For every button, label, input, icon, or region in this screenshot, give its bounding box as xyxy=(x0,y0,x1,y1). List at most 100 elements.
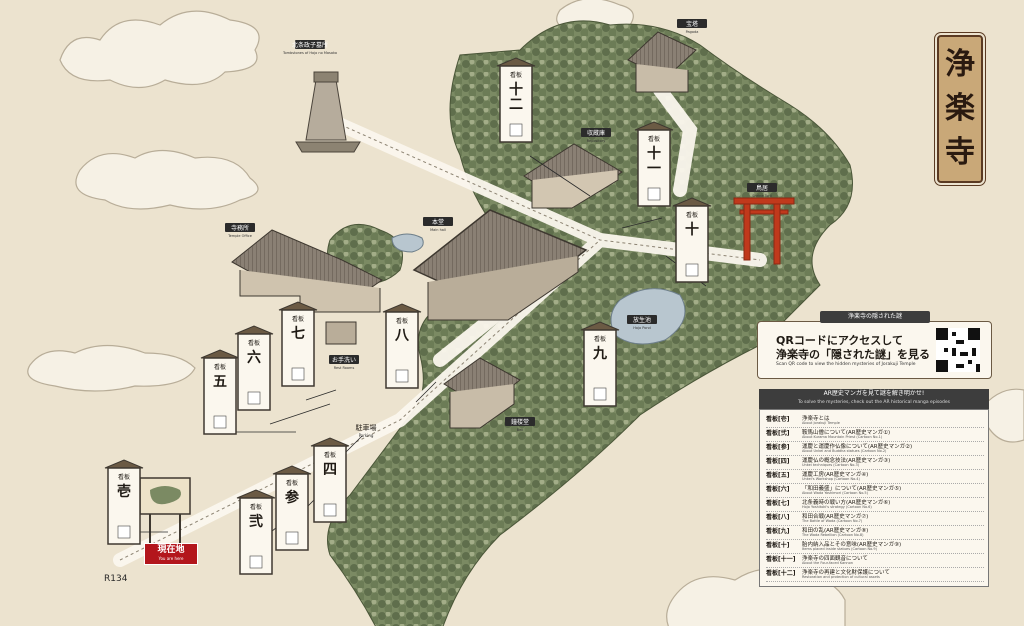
signboard-5: 看板五 xyxy=(200,349,240,435)
signboard-number: 五 xyxy=(213,374,227,390)
legend-text: 浄楽寺の再建と文化財保護について xyxy=(802,570,890,576)
legend-row: 看板[四] 運慶仏の概念技法(AR歴史マンガ③)Unkei techniques … xyxy=(766,456,984,470)
legend-text: 北条義時の戦い方(AR歴史マンガ⑥) xyxy=(802,500,891,506)
signboard-number: 一 xyxy=(647,161,661,177)
cloud-left-mid xyxy=(75,149,259,210)
signboard-qr-icon xyxy=(685,263,699,277)
legend-row: 看板[弐]鞍馬山僧について(AR歴史マンガ①)About Kurama Moun… xyxy=(766,428,984,442)
legend-row: 看板[八]和田合戦(AR歴史マンガ⑦)The Battle of Wada (C… xyxy=(766,512,984,526)
current-location-badge: 現在地 You are here xyxy=(144,543,198,565)
cloud-right-edge xyxy=(979,388,1024,443)
legend-text: 浄楽寺の四面観音について xyxy=(802,556,868,562)
legend-text: 胎内納入品とその意味(AR歴史マンガ⑨) xyxy=(802,542,902,548)
signboard-10: 看板十 xyxy=(672,197,712,283)
signboard-1: 看板壱 xyxy=(104,459,144,545)
signboard-3: 看板参 xyxy=(272,465,312,551)
clouds xyxy=(27,0,1024,626)
svg-text:寺務所: 寺務所 xyxy=(231,224,249,232)
signboard-qr-icon xyxy=(647,187,661,201)
svg-text:鳥居: 鳥居 xyxy=(756,184,768,192)
signboard-6: 看板六 xyxy=(234,325,274,411)
legend-row: 看板[十]胎内納入品とその意味(AR歴史マンガ⑨)Items placed in… xyxy=(766,540,984,554)
legend-title: AR歴史マンガを見て謎を解き明かせ! xyxy=(823,390,925,397)
legend-english: About Unkei and Buddha statues (Cartoon … xyxy=(802,449,887,453)
title-char: 寺 xyxy=(945,135,975,170)
page-number: R134 xyxy=(104,574,128,584)
svg-text:Rest Rooms: Rest Rooms xyxy=(334,366,355,370)
legend-text: 浄楽寺とは xyxy=(802,416,830,422)
signboard-number: 八 xyxy=(394,328,410,344)
small-pond xyxy=(391,233,424,253)
signboard-head: 看板 xyxy=(118,473,130,481)
legend-text: 運慶仏の概念技法(AR歴史マンガ③) xyxy=(802,458,891,464)
svg-text:Pagoda: Pagoda xyxy=(686,30,699,34)
svg-text:Main hall: Main hall xyxy=(430,228,446,232)
signboard-head: 看板 xyxy=(324,451,336,459)
building-pagoda xyxy=(627,31,697,93)
signboard-head: 看板 xyxy=(292,315,304,323)
legend-english: The Battle of Wada (Cartoon No.7) xyxy=(802,519,863,523)
signboard-number: 十 xyxy=(509,81,523,98)
current-location-en: You are here xyxy=(158,556,184,561)
legend-header: AR歴史マンガを見て謎を解き明かせ! To solve the mysterie… xyxy=(759,389,989,409)
signboard-qr-icon xyxy=(213,415,227,429)
signboard-qr-icon xyxy=(247,391,261,405)
signboard-number: 十 xyxy=(647,145,661,162)
legend-english: Hojo Yoshitoki's strategy (Cartoon No.6) xyxy=(802,505,872,509)
qr-code-icon[interactable] xyxy=(936,328,980,372)
legend-english: Unkei techniques (Cartoon No.3) xyxy=(802,463,860,467)
svg-text:収蔵庫: 収蔵庫 xyxy=(587,129,605,137)
signboard-qr-icon xyxy=(249,555,263,569)
svg-text:宝塔: 宝塔 xyxy=(686,20,698,28)
signboard-qr-icon xyxy=(323,503,337,517)
legend-tag: 看板[壱] xyxy=(766,416,790,423)
legend-english: About the Four-faced Kannon xyxy=(802,561,854,565)
temple-title: 浄 楽 寺 xyxy=(937,35,983,183)
qr-panel[interactable]: QRコードにアクセスして 浄楽寺の「隠された謎」を見る Scan QR code… xyxy=(757,311,992,381)
legend-panel: AR歴史マンガを見て謎を解き明かせ! To solve the mysterie… xyxy=(759,389,989,587)
legend-row: 看板[七]北条義時の戦い方(AR歴史マンガ⑥)Hojo Yoshitoki's … xyxy=(766,498,984,512)
legend-text: 「和田義盛」について(AR歴史マンガ⑤) xyxy=(802,486,902,492)
qr-english: Scan QR code to view the hidden mysterie… xyxy=(776,362,916,367)
signboard-number: 弐 xyxy=(249,513,263,530)
legend-english: Unkei's Workshop (Cartoon No.4) xyxy=(802,477,860,481)
signboard-number: 六 xyxy=(247,349,261,366)
legend-english: About Kurama Mountain Priest (Cartoon No… xyxy=(802,435,883,439)
cloud-left-low xyxy=(27,344,196,392)
legend-tag: 看板[八] xyxy=(766,514,790,521)
label-shrine_pagoda: 宝塔 Pagoda xyxy=(677,19,707,34)
legend-row: 看板[九]和田の乱(AR歴史マンガ⑧)The Wada Rebellion (C… xyxy=(766,526,984,540)
signboard-number: 十 xyxy=(685,221,699,238)
signboard-number: 二 xyxy=(509,97,523,113)
legend-tag: 看板[四] xyxy=(766,458,790,465)
svg-text:駐車場: 駐車場 xyxy=(356,423,377,432)
signboard-9: 看板九 xyxy=(580,321,620,407)
signboard-qr-icon xyxy=(291,367,305,381)
signboard-number: 壱 xyxy=(117,483,131,500)
legend-subtitle: To solve the mysteries, check out the AR… xyxy=(797,400,950,405)
current-location-label: 現在地 xyxy=(157,545,185,555)
legend-text: 運慶と運慶作仏像について(AR歴史マンガ②) xyxy=(802,444,913,450)
building-restroom xyxy=(325,321,357,345)
svg-text:Temple Office: Temple Office xyxy=(227,234,252,238)
legend-english: Restoration and protection of cultural a… xyxy=(802,575,880,579)
title-char: 楽 xyxy=(945,91,975,126)
signboard-qr-icon xyxy=(285,531,299,545)
legend-english: About Wada Yoshimori (Cartoon No.5) xyxy=(802,491,869,495)
signboard-number: 七 xyxy=(291,326,305,342)
legend-english: The Wada Rebellion (Cartoon No.8) xyxy=(802,533,864,537)
signboard-number: 参 xyxy=(285,489,300,506)
signboards: 看板壱看板弐看板参看板四看板五看板六看板七看板八看板九看板十看板十一看板十二 xyxy=(104,57,712,575)
signboard-4: 看板四 xyxy=(310,437,350,523)
legend-text: 和田の乱(AR歴史マンガ⑧) xyxy=(802,528,869,534)
legend-tag: 看板[弐] xyxy=(766,430,790,437)
